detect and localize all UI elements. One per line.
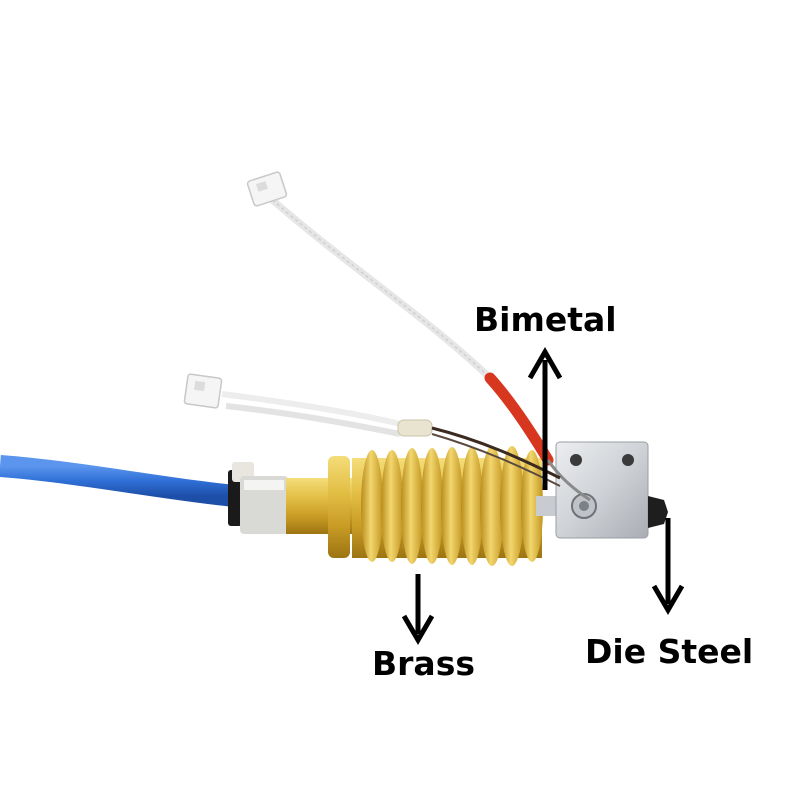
- upper-wire: [265, 193, 591, 502]
- pneumatic-coupler: [228, 462, 288, 534]
- heater-block: [555, 441, 649, 539]
- brass-fins: [352, 446, 543, 566]
- lower-connector: [183, 373, 223, 409]
- brass-label: Brass: [372, 644, 475, 683]
- bimetal-label: Bimetal: [474, 300, 617, 339]
- bimetal-arrow: [527, 346, 563, 490]
- die-steel-label: Die Steel: [585, 632, 754, 671]
- nozzle: [648, 496, 668, 528]
- die-steel-arrow: [651, 518, 685, 615]
- ptfe-tube: [0, 455, 237, 507]
- bimetal-throat: [536, 496, 560, 516]
- brass-arrow: [401, 574, 435, 645]
- upper-connector: [246, 171, 288, 207]
- brass-collar: [328, 456, 350, 558]
